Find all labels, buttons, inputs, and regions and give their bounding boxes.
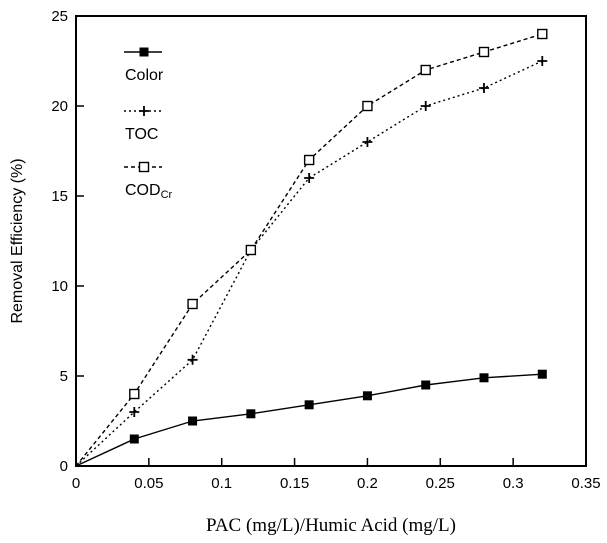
data-point — [129, 434, 139, 444]
x-tick-label: 0 — [72, 475, 80, 492]
series-layer — [75, 28, 548, 467]
y-tick-label: 10 — [51, 278, 68, 295]
data-point — [304, 400, 314, 410]
data-point — [246, 409, 256, 419]
x-axis-label: PAC (mg/L)/Humic Acid (mg/L) — [206, 515, 456, 536]
series-line-color — [75, 373, 543, 467]
y-tick-label: 5 — [60, 368, 68, 385]
data-point — [537, 56, 548, 66]
legend-item-toc: TOC — [124, 106, 162, 143]
x-tick-label: 0.2 — [357, 475, 378, 492]
data-point — [362, 100, 373, 112]
legend-marker — [139, 106, 149, 116]
data-point — [537, 369, 547, 379]
legend-item-cod: CODCr — [124, 161, 173, 201]
data-point — [303, 154, 315, 166]
legend-marker — [138, 161, 150, 173]
data-point — [188, 416, 198, 426]
data-point — [420, 101, 431, 111]
axes: 0 0.05 0.1 0.15 0.2 0.25 0.3 0.35 0 5 10 15 20 25 — [51, 8, 600, 492]
data-point — [304, 173, 315, 183]
legend-label: Color — [125, 67, 164, 84]
data-point — [479, 373, 489, 383]
x-tick-label: 0.05 — [134, 475, 163, 492]
data-point — [245, 244, 257, 256]
data-point — [129, 407, 140, 417]
plot-frame — [75, 15, 587, 467]
y-tick-label: 20 — [51, 98, 68, 115]
y-tick-label: 15 — [51, 188, 68, 205]
legend-label: TOC — [125, 126, 158, 143]
x-tick-label: 0.25 — [426, 475, 455, 492]
y-tick-label: 0 — [60, 458, 68, 475]
y-axis-label: Removal Efficiency (%) — [9, 158, 26, 323]
data-point — [362, 391, 372, 401]
data-point — [421, 380, 431, 390]
series-cod — [75, 28, 548, 467]
series-color — [75, 369, 547, 467]
data-point — [362, 137, 373, 147]
data-point — [478, 46, 490, 58]
data-point — [187, 354, 198, 365]
data-point — [420, 64, 431, 76]
x-tick-label: 0.15 — [280, 475, 309, 492]
x-tick-label: 0.35 — [571, 475, 600, 492]
data-point — [187, 298, 198, 310]
data-point — [537, 28, 548, 40]
series-line-toc — [75, 60, 543, 467]
legend-marker — [139, 47, 149, 57]
plot-area — [75, 15, 587, 467]
y-tick-label: 25 — [51, 8, 68, 25]
data-point — [479, 83, 489, 93]
legend-label: CODCr — [125, 182, 173, 201]
legend-item-color: Color — [124, 47, 164, 84]
data-point — [129, 388, 140, 400]
x-tick-label: 0.3 — [503, 475, 524, 492]
x-tick-label: 0.1 — [211, 475, 232, 492]
legend-label-subscript: Cr — [161, 189, 173, 201]
